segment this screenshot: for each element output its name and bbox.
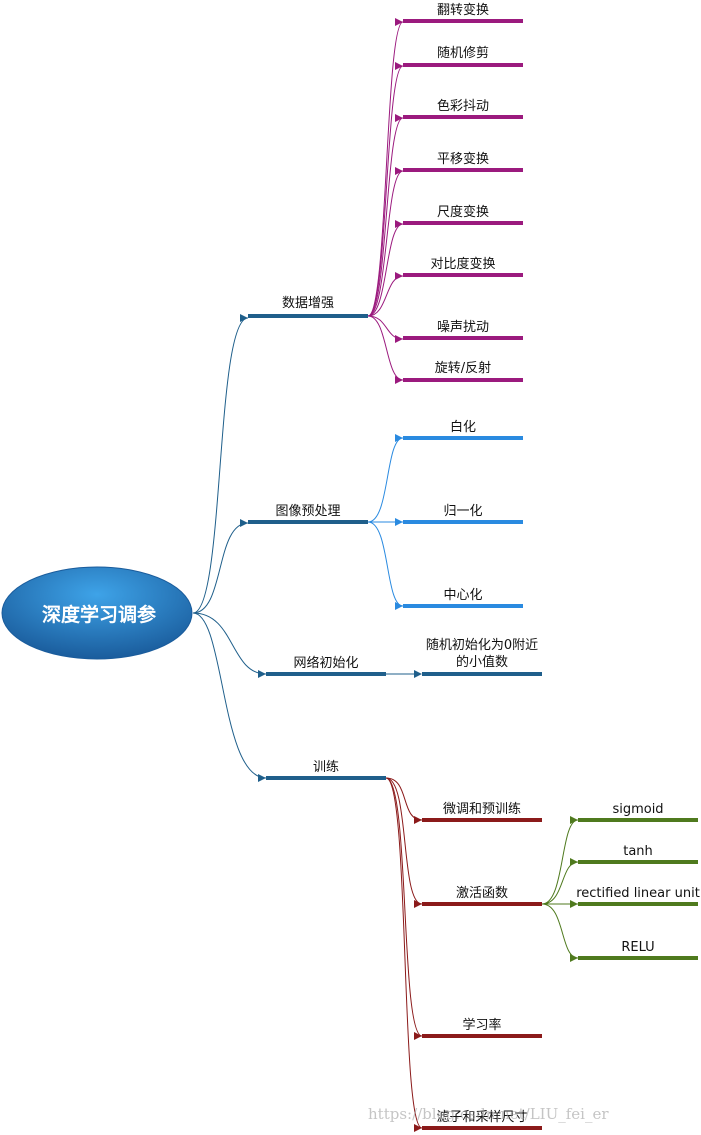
connector-root-augment xyxy=(192,317,249,614)
activation-item[interactable]: RELU xyxy=(621,940,655,955)
augment-item[interactable]: 色彩抖动 xyxy=(436,99,490,114)
connector-root-train xyxy=(192,612,267,779)
arrow-head xyxy=(258,670,266,678)
branch-augment[interactable]: 数据增强 xyxy=(281,296,335,311)
augment-item[interactable]: 平移变换 xyxy=(436,152,490,167)
augment-item[interactable]: 尺度变换 xyxy=(436,205,490,220)
train-item[interactable]: 微调和预训练 xyxy=(442,802,522,817)
augment-item[interactable]: 噪声扰动 xyxy=(436,320,490,335)
activation-item[interactable]: sigmoid xyxy=(612,802,664,817)
branch-init[interactable]: 网络初始化 xyxy=(293,656,359,671)
activation-item[interactable]: rectified linear unit xyxy=(576,886,700,901)
watermark-text: https://blog.csdn.net/LIU_fei_er xyxy=(368,1105,609,1123)
train-item[interactable]: 学习率 xyxy=(462,1018,502,1033)
train-item[interactable]: 激活函数 xyxy=(455,886,509,901)
branch-train[interactable]: 训练 xyxy=(312,760,340,775)
preprocess-item[interactable]: 中心化 xyxy=(443,588,483,603)
activation-item[interactable]: tanh xyxy=(623,844,653,859)
preprocess-item[interactable]: 白化 xyxy=(449,420,477,435)
train-item[interactable]: 滤子和采样尺寸 xyxy=(436,1110,528,1125)
arrow-head xyxy=(240,314,248,322)
arrow-head xyxy=(240,519,248,527)
root-node-label[interactable]: 深度学习调参 xyxy=(41,603,156,626)
arrow-head xyxy=(258,774,266,782)
branch-preprocess[interactable]: 图像预处理 xyxy=(275,504,341,519)
augment-item[interactable]: 对比度变换 xyxy=(430,257,496,272)
connector-root-preprocess xyxy=(192,522,249,614)
augment-item[interactable]: 随机修剪 xyxy=(436,46,490,61)
connector-root-init xyxy=(192,612,267,675)
init-item-line2[interactable]: 的小值数 xyxy=(455,655,509,670)
preprocess-item[interactable]: 归一化 xyxy=(443,504,483,519)
arrow-head xyxy=(414,670,422,678)
augment-item[interactable]: 旋转/反射 xyxy=(434,361,492,376)
root-node-shape xyxy=(1,566,193,660)
augment-item[interactable]: 翻转变换 xyxy=(436,3,490,18)
init-item-line1[interactable]: 随机初始化为0附近 xyxy=(425,638,539,653)
